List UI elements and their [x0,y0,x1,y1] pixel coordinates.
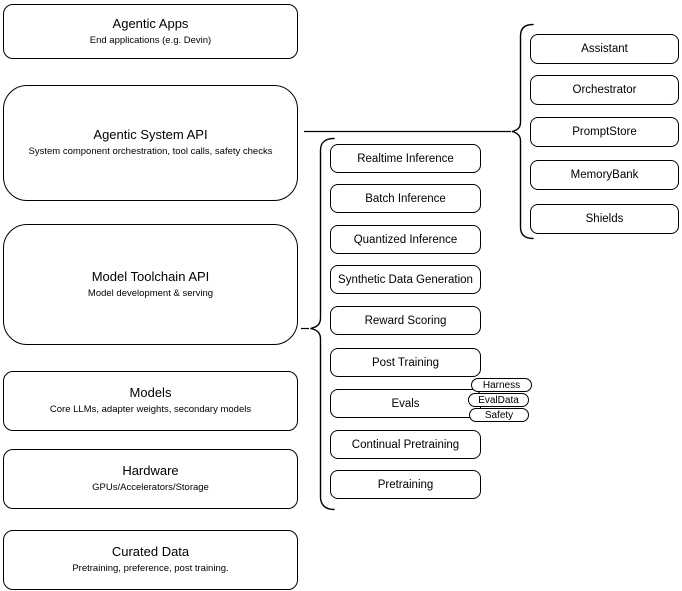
node-realtime-inference: Realtime Inference [330,144,481,173]
node-subtitle: End applications (e.g. Devin) [89,34,212,46]
node-continual-pretraining: Continual Pretraining [330,430,481,459]
node-quantized-inference: Quantized Inference [330,225,481,254]
node-title: Models [129,385,172,401]
node-synthetic-data-generation: Synthetic Data Generation [330,265,481,294]
node-post-training: Post Training [330,348,481,377]
node-subtitle: Pretraining, preference, post training. [72,563,229,574]
node-subtitle: System component orchestration, tool cal… [28,146,273,157]
node-title: Agentic System API [93,127,208,143]
badge-harness: Harness [471,378,532,392]
node-reward-scoring: Reward Scoring [330,306,481,335]
node-evals: Evals [330,389,481,418]
node-shields: Shields [530,204,679,234]
node-agentic-apps: Agentic Apps End applications (e.g. Devi… [3,4,298,59]
node-model-toolchain-api: Model Toolchain API Model development & … [3,224,298,345]
node-memorybank: MemoryBank [530,160,679,190]
node-agentic-system-api: Agentic System API System component orch… [3,85,298,201]
node-subtitle: Model development & serving [87,287,214,299]
node-models: Models Core LLMs, adapter weights, secon… [3,371,298,431]
node-subtitle: Core LLMs, adapter weights, secondary mo… [49,404,252,415]
node-curated-data: Curated Data Pretraining, preference, po… [3,530,298,590]
node-assistant: Assistant [530,34,679,64]
node-pretraining: Pretraining [330,470,481,499]
node-batch-inference: Batch Inference [330,184,481,213]
node-title: Model Toolchain API [91,268,210,284]
node-subtitle: GPUs/Accelerators/Storage [92,482,209,493]
node-title: Agentic Apps [112,15,189,31]
node-hardware: Hardware GPUs/Accelerators/Storage [3,449,298,509]
node-orchestrator: Orchestrator [530,75,679,105]
badge-evaldata: EvalData [468,393,529,407]
node-promptstore: PromptStore [530,117,679,147]
node-title: Hardware [122,463,179,479]
node-title: Curated Data [111,544,190,560]
badge-safety: Safety [469,408,529,422]
